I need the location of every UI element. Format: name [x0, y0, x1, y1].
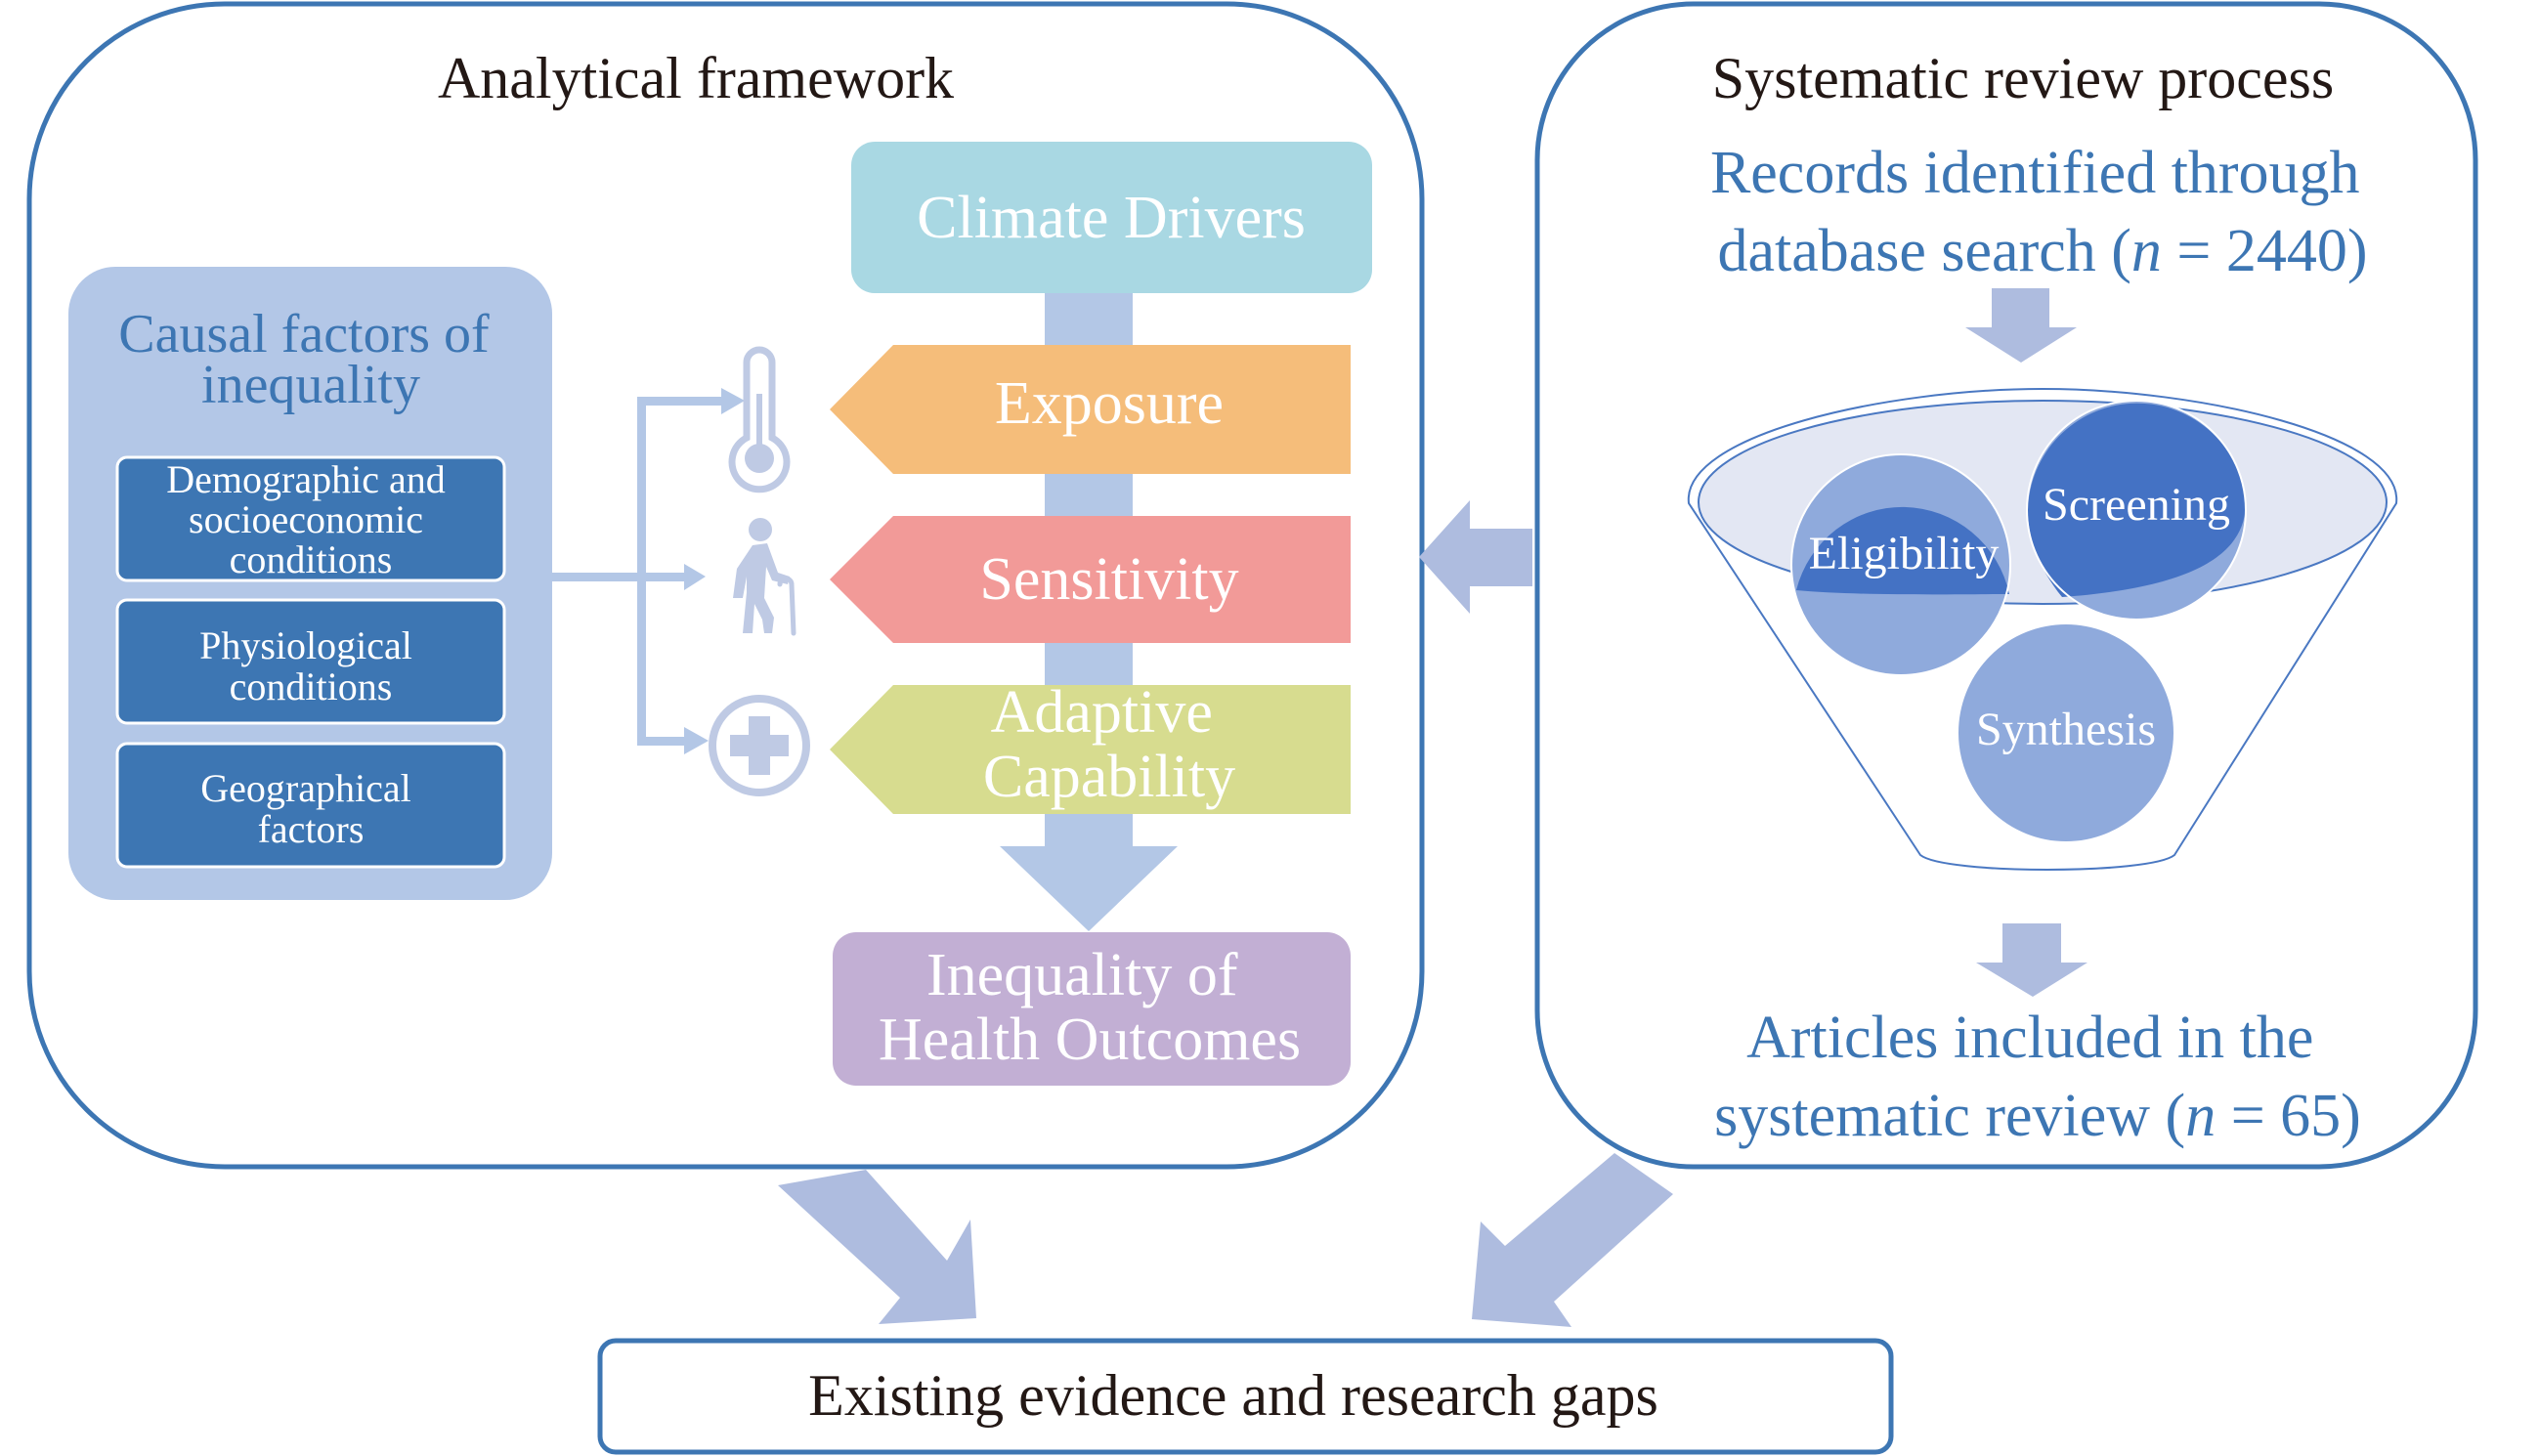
stage-circle-overlap [2028, 403, 2247, 597]
factor-demographic-socioeconomic: Demographic and socioeconomic conditions [115, 455, 506, 582]
result-border [597, 1338, 1894, 1455]
flow-connector [1045, 643, 1133, 687]
connector-arrow-head-middle [684, 564, 706, 590]
arrow-to-outcomes [1000, 814, 1178, 931]
climate-drivers-background [851, 142, 1372, 293]
systematic-review-panel: Systematic review process Records identi… [1534, 1, 2478, 1170]
health-outcomes-background [833, 932, 1351, 1086]
funnel-stage-synthesis: Synthesis [1957, 622, 2175, 843]
exposure-label: Exposure [995, 370, 1224, 437]
causal-factors-box: Causal factors of inequality Demographic… [68, 267, 552, 900]
elderly-person-icon [733, 518, 796, 636]
records-identified-text: Records identified through database sear… [1710, 140, 2375, 284]
connector-main-line [552, 573, 691, 581]
stage-label: Eligibility [1809, 528, 2000, 579]
funnel-stage-screening: Screening [2026, 400, 2247, 621]
causal-factors-title: Causal factors of inequality [118, 304, 502, 415]
arrow-to-funnel [1965, 288, 2077, 363]
factor-geographical: Geographical factors [115, 742, 506, 869]
factor-box [115, 455, 506, 582]
sensitivity-box: Sensitivity [830, 516, 1351, 643]
connector-vertical-line [637, 397, 646, 745]
connector-arrow-head-top [721, 388, 745, 414]
stage-circle-edge [2026, 400, 2247, 621]
arrow-review-to-result [1472, 1153, 1673, 1327]
result-box: Existing evidence and research gaps [597, 1338, 1894, 1455]
connector-top-line [637, 397, 725, 406]
causal-factors-background [68, 267, 552, 900]
stage-circle-overlap [1796, 506, 2009, 595]
adaptive-capability-box: Adaptive Capability [830, 679, 1351, 814]
flow-connector [1045, 293, 1133, 347]
result-label: Existing evidence and research gaps [808, 1363, 1658, 1428]
analytical-framework-title: Analytical framework [438, 46, 954, 110]
climate-drivers-label: Climate Drivers [917, 185, 1306, 251]
exposure-box: Exposure [830, 345, 1351, 474]
sensitivity-label: Sensitivity [979, 546, 1238, 613]
funnel-stage-eligibility: Eligibility [1790, 453, 2011, 676]
factor-label: Demographic and socioeconomic conditions [166, 457, 454, 581]
causal-connectors [552, 388, 745, 754]
stage-circle [1957, 622, 2175, 843]
adaptive-capability-shape [830, 685, 1351, 814]
stage-label: Screening [2043, 479, 2230, 531]
adaptive-capability-label: Adaptive Capability [983, 679, 1235, 810]
stage-label: Synthesis [1976, 704, 2156, 755]
health-outcomes-label: Inequality of Health Outcomes [879, 942, 1301, 1073]
arrow-review-to-framework [1419, 500, 1532, 614]
articles-included-text: Articles included in the systematic revi… [1714, 1005, 2361, 1149]
funnel-graphic: Eligibility Screening Synthesis [1687, 387, 2398, 871]
sensitivity-shape [830, 516, 1351, 643]
systematic-review-title: Systematic review process [1712, 46, 2334, 110]
factor-box [115, 742, 506, 869]
arrow-to-articles [1976, 923, 2087, 997]
stage-circle-edge [1790, 453, 2011, 676]
factor-label: Physiological conditions [199, 623, 422, 708]
flow-connector [1045, 474, 1133, 518]
connector-bottom-line [637, 737, 691, 746]
factor-physiological: Physiological conditions [115, 598, 506, 725]
arrow-framework-to-result [778, 1170, 976, 1324]
climate-drivers-box: Climate Drivers [851, 142, 1372, 293]
exposure-shape [830, 345, 1351, 474]
thermometer-icon [728, 346, 791, 493]
health-outcomes-box: Inequality of Health Outcomes [833, 932, 1351, 1086]
medical-cross-icon [709, 695, 810, 796]
factor-box [115, 598, 506, 725]
connector-arrow-head-bottom [684, 727, 709, 754]
factor-label: Geographical factors [200, 766, 420, 851]
analytical-framework-panel: Analytical framework Causal factors of i… [26, 1, 1425, 1170]
